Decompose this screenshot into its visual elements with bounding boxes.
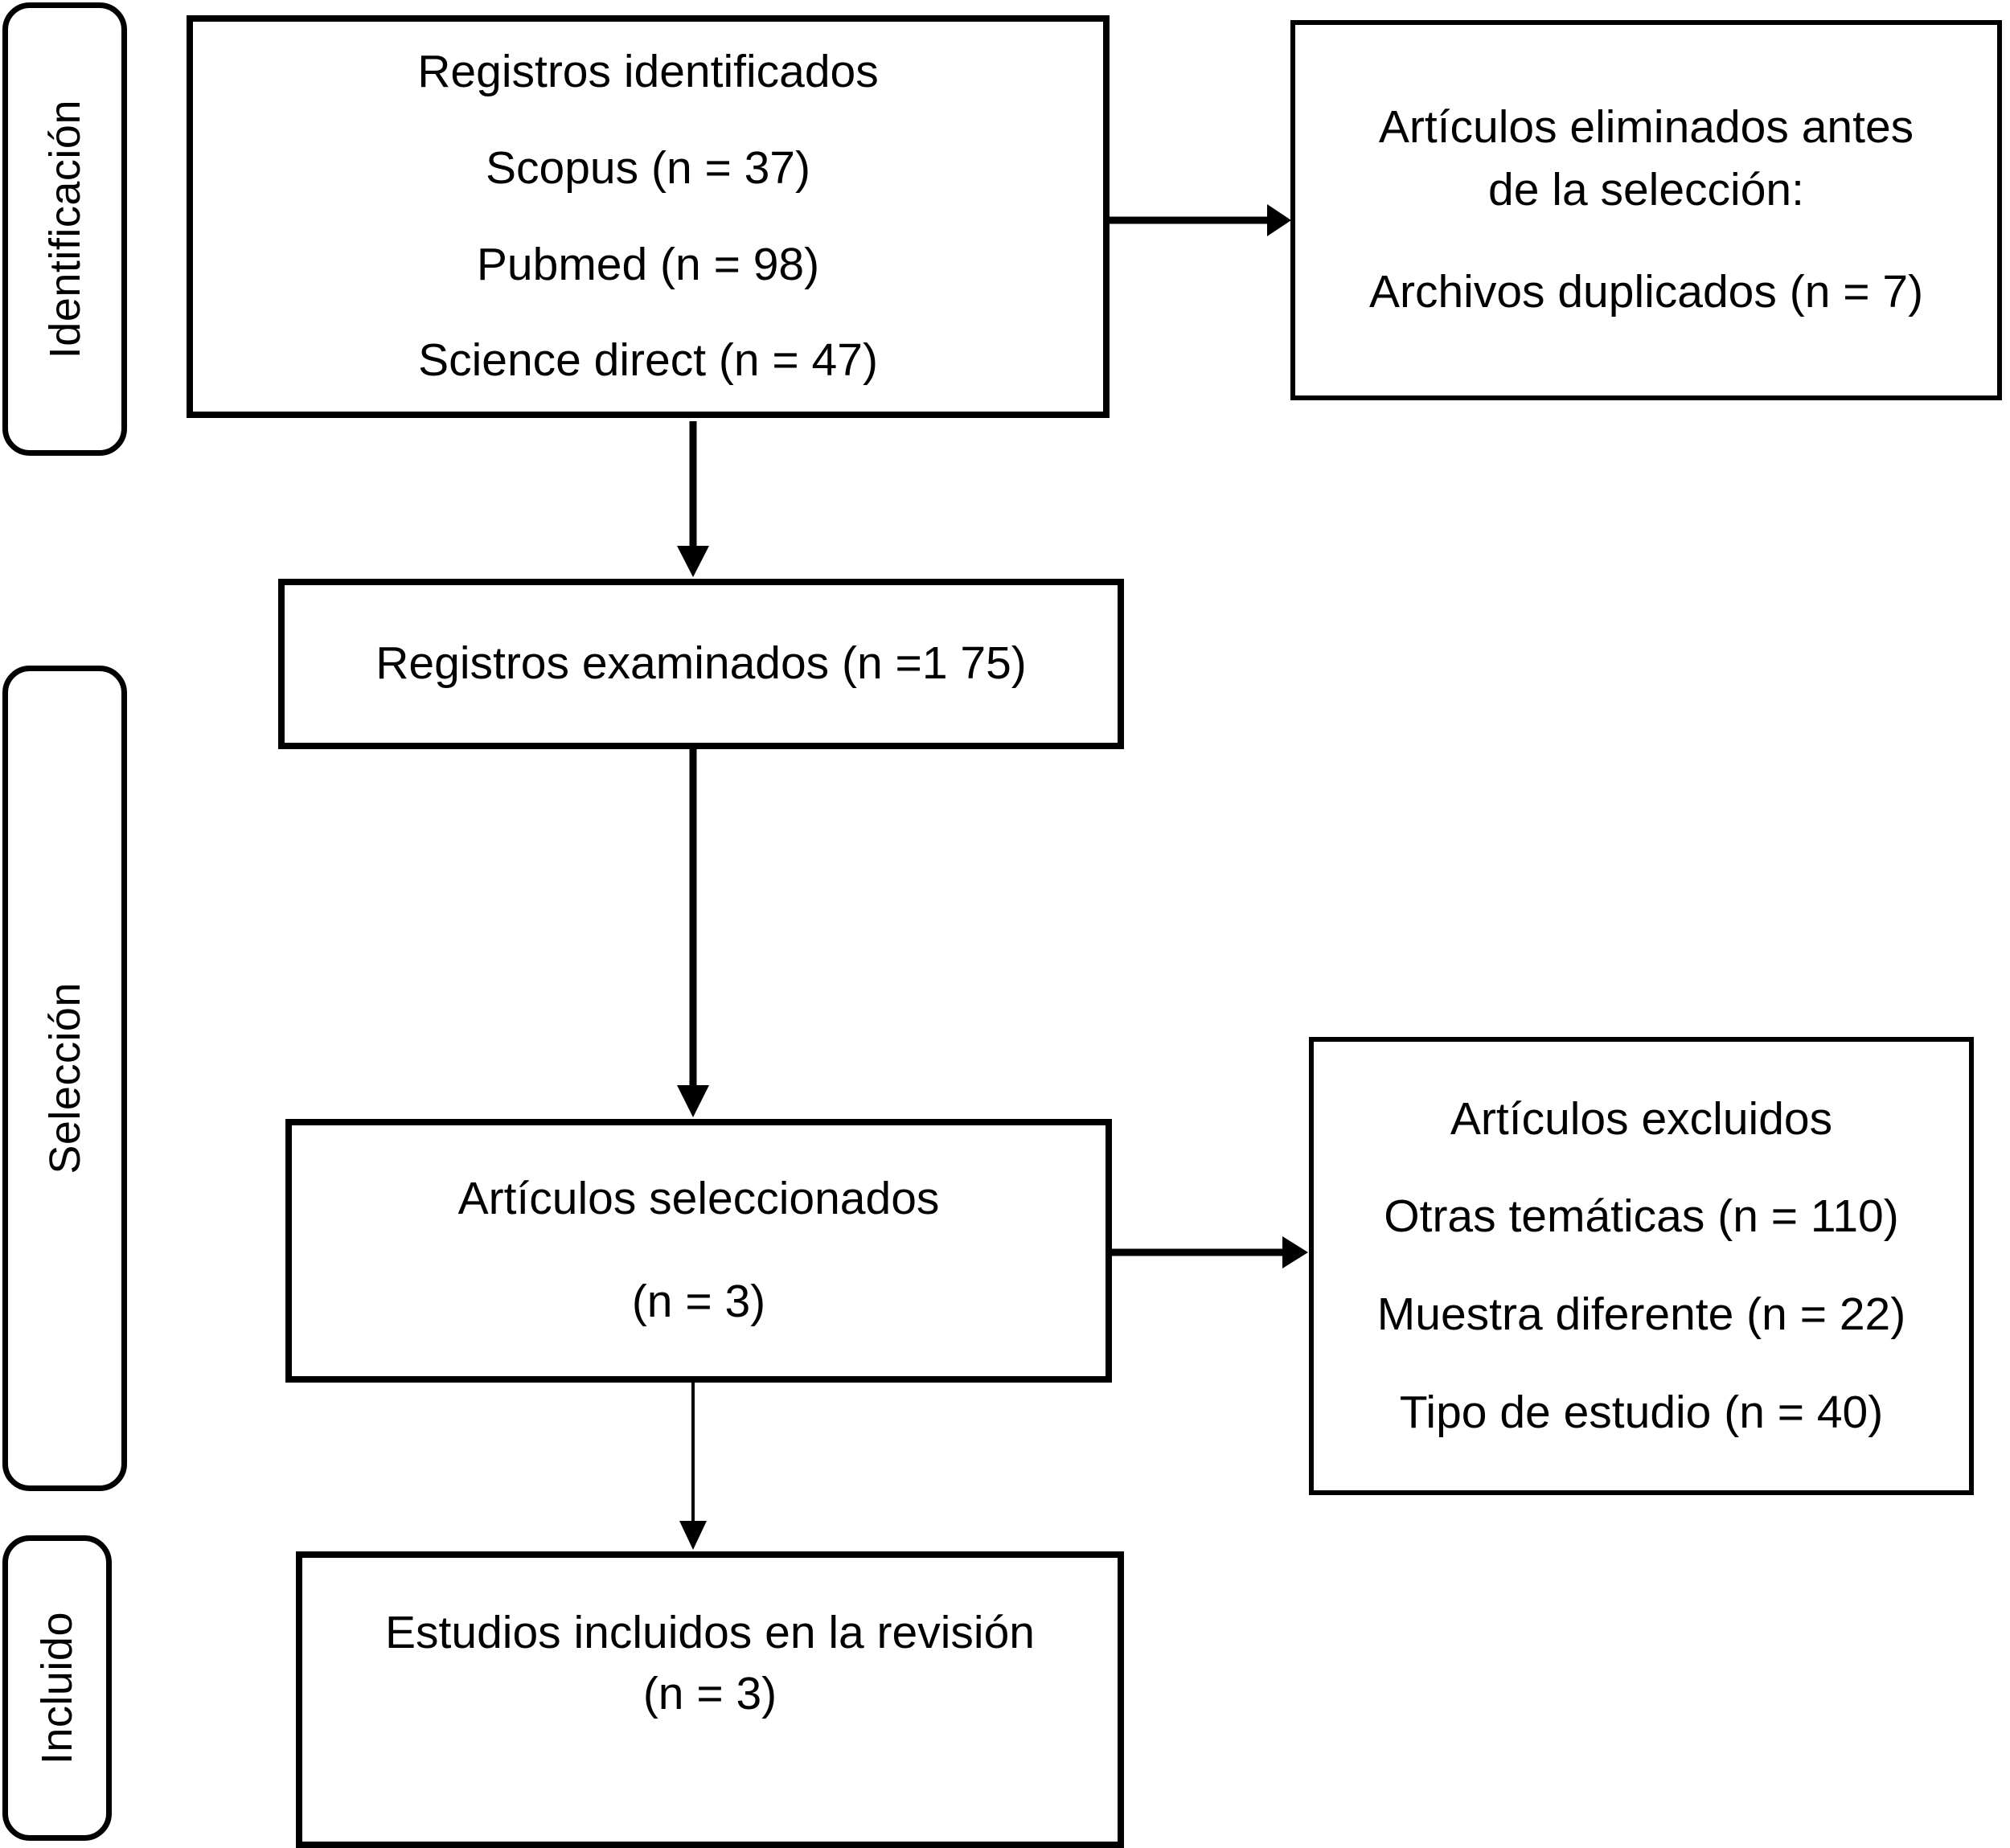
connector-selected-to-excluded: [1112, 1235, 1313, 1270]
connector-selected-to-included: [675, 1383, 711, 1553]
box-articles-excluded-line-3: Muestra diferente (n = 22): [1376, 1289, 1906, 1340]
stage-label-incluido: Incluido: [33, 1611, 81, 1765]
box-records-removed-line-3: Archivos duplicados (n = 7): [1368, 266, 1924, 318]
box-articles-selected: Artículos seleccionados (n = 3): [285, 1119, 1112, 1383]
box-records-removed: Artículos eliminados antes de la selecci…: [1290, 20, 2002, 400]
box-articles-excluded-line-2: Otras temáticas (n = 110): [1384, 1190, 1899, 1243]
connector-identified-to-removed: [1110, 203, 1296, 238]
stage-box-seleccion: Selección: [2, 666, 127, 1491]
box-articles-selected-line-1: Artículos seleccionados: [457, 1173, 940, 1225]
box-studies-included-line-2: (n = 3): [642, 1667, 777, 1719]
box-records-identified-line-1: Registros identificados: [417, 46, 879, 98]
box-records-identified-line-2: Scopus (n = 37): [486, 141, 810, 194]
box-records-screened: Registros examinados (n =1 75): [278, 579, 1124, 749]
stage-box-identificacion: Identificación: [2, 2, 127, 456]
stage-label-seleccion: Selección: [40, 982, 89, 1174]
box-records-removed-line-1: Artículos eliminados antes: [1378, 101, 1914, 154]
connector-identified-to-screened: [675, 421, 711, 579]
connector-screened-to-selected: [675, 749, 711, 1119]
box-articles-selected-line-2: (n = 3): [631, 1276, 766, 1327]
stage-box-incluido: Incluido: [2, 1535, 112, 1841]
box-records-removed-line-2: de la selección:: [1488, 163, 1804, 215]
box-records-identified-line-4: Science direct (n = 47): [418, 334, 878, 387]
box-records-screened-line-1: Registros examinados (n =1 75): [375, 637, 1027, 690]
box-articles-excluded-line-1: Artículos excluidos: [1450, 1092, 1833, 1145]
box-articles-excluded-line-4: Tipo de estudio (n = 40): [1399, 1386, 1884, 1438]
box-records-identified: Registros identificados Scopus (n = 37) …: [187, 15, 1110, 418]
box-studies-included: Estudios incluidos en la revisión (n = 3…: [296, 1551, 1124, 1848]
box-articles-excluded: Artículos excluidos Otras temáticas (n =…: [1309, 1037, 1974, 1495]
box-records-identified-line-3: Pubmed (n = 98): [476, 238, 820, 290]
stage-label-identificacion: Identificación: [40, 99, 89, 359]
box-studies-included-line-1: Estudios incluidos en la revisión: [385, 1606, 1035, 1658]
